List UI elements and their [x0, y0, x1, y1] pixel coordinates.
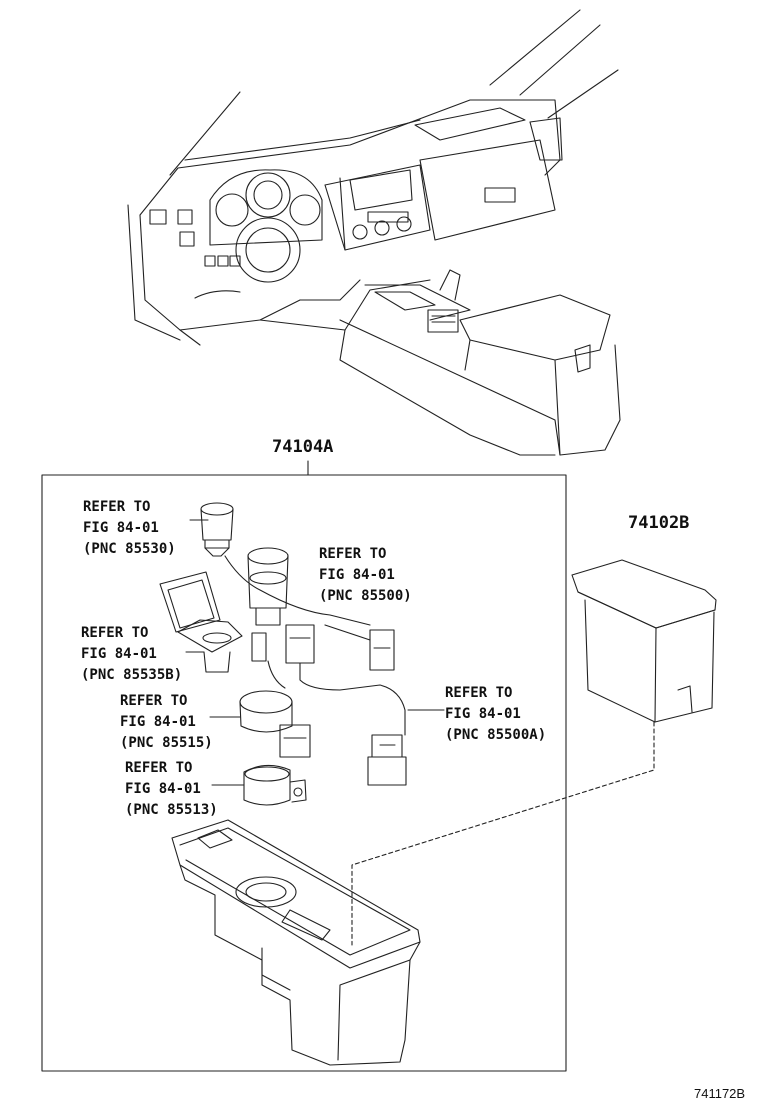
part-number-74104a: 74104A	[272, 437, 334, 457]
ref-line1: REFER TO	[81, 625, 149, 641]
reference-label-85500a: REFER TO FIG 84-01 (PNC 85500A)	[445, 683, 546, 746]
ref-line2: FIG 84-01	[120, 714, 196, 730]
cover-85535b	[159, 571, 243, 673]
ref-line2: FIG 84-01	[83, 520, 159, 536]
ref-line2: FIG 84-01	[319, 567, 395, 583]
bracket-85513	[243, 764, 307, 806]
relation-dashed-line	[351, 721, 655, 946]
socket-85530	[200, 502, 371, 626]
reference-label-85530: REFER TO FIG 84-01 (PNC 85530)	[83, 497, 176, 560]
ref-line3: (PNC 85500)	[319, 588, 412, 604]
ref-line1: REFER TO	[120, 693, 188, 709]
part-number-74102b: 74102B	[628, 513, 690, 533]
ref-line2: FIG 84-01	[125, 781, 201, 797]
ref-line1: REFER TO	[125, 760, 193, 776]
cap-85515	[239, 690, 311, 758]
ref-line3: (PNC 85515)	[120, 735, 213, 751]
ref-line3: (PNC 85500A)	[445, 727, 547, 743]
lighter-85500	[247, 547, 406, 736]
assembly-frame	[41, 474, 567, 1072]
reference-label-85513: REFER TO FIG 84-01 (PNC 85513)	[125, 758, 218, 821]
ref-line1: REFER TO	[83, 499, 151, 515]
ref-line3: (PNC 85535B)	[81, 667, 183, 683]
connector-85500a	[367, 734, 407, 786]
dashboard-illustration	[127, 9, 621, 456]
ref-line2: FIG 84-01	[445, 706, 521, 722]
ref-line2: FIG 84-01	[81, 646, 157, 662]
reference-label-85515: REFER TO FIG 84-01 (PNC 85515)	[120, 691, 213, 754]
ref-line3: (PNC 85513)	[125, 802, 218, 818]
ref-line1: REFER TO	[319, 546, 387, 562]
reference-label-85535b: REFER TO FIG 84-01 (PNC 85535B)	[81, 623, 182, 686]
ref-line1: REFER TO	[445, 685, 513, 701]
diagram-code: 741172B	[694, 1086, 746, 1101]
box-74102b	[571, 559, 717, 723]
reference-label-85500: REFER TO FIG 84-01 (PNC 85500)	[319, 544, 412, 607]
ref-line3: (PNC 85530)	[83, 541, 176, 557]
console-box	[171, 819, 421, 1066]
